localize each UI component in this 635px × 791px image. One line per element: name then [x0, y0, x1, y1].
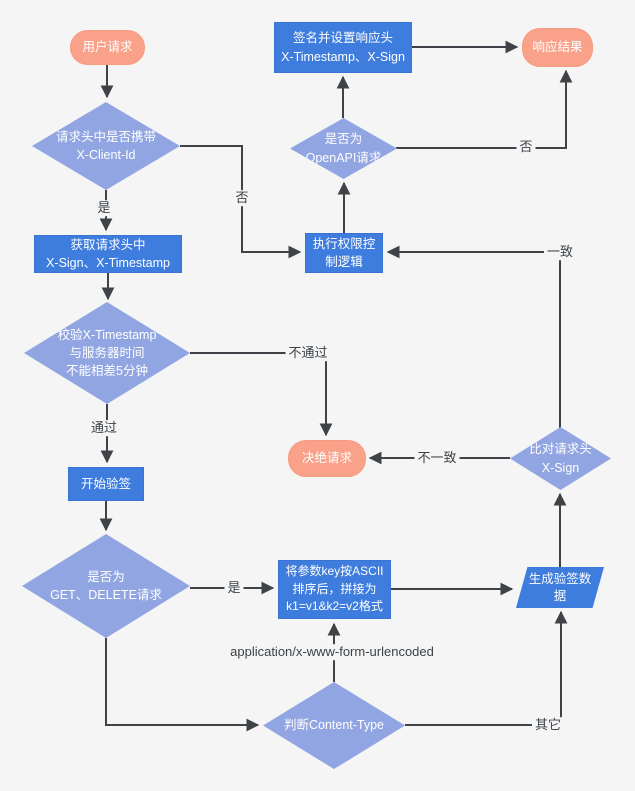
edge-compare-match: [386, 245, 561, 428]
node-response-result: 响应结果: [522, 28, 593, 67]
edge-label-method-yes: 是: [224, 580, 244, 596]
node-perm-logic: 执行权限控 制逻辑: [305, 233, 383, 273]
edge-label-timestamp-fail: 不通过: [285, 345, 331, 361]
node-start-verify: 开始验签: [68, 467, 144, 501]
edge-label-sign-mismatch: 不一致: [414, 450, 460, 466]
node-sign-response: 签名并设置响应头 X-Timestamp、X-Sign: [274, 22, 412, 73]
edge-label-client-yes: 是: [94, 200, 114, 216]
edge-label-openapi-no: 否: [516, 139, 536, 155]
edge-label-content-form: application/x-www-form-urlencoded: [227, 644, 437, 660]
node-get-headers: 获取请求头中 X-Sign、X-Timestamp: [34, 235, 182, 273]
edge-label-client-no: 否: [232, 190, 252, 206]
node-user-request: 用户请求: [70, 30, 145, 65]
edge-method-no: [105, 638, 260, 732]
edge-label-sign-match: 一致: [543, 244, 577, 260]
edge-label-content-other: 其它: [531, 717, 565, 733]
node-gen-sign-data: 生成验签数 据: [516, 567, 604, 608]
edge-timestamp-fail: [190, 352, 333, 437]
edge-openapi-no: [396, 69, 573, 149]
edge-label-timestamp-pass: 通过: [87, 420, 121, 436]
edge-contenttype-other: [405, 610, 568, 726]
node-reject-request: 决绝请求: [288, 440, 366, 477]
node-sort-params: 将参数key按ASCII 排序后，拼接为 k1=v1&k2=v2格式: [278, 560, 391, 619]
